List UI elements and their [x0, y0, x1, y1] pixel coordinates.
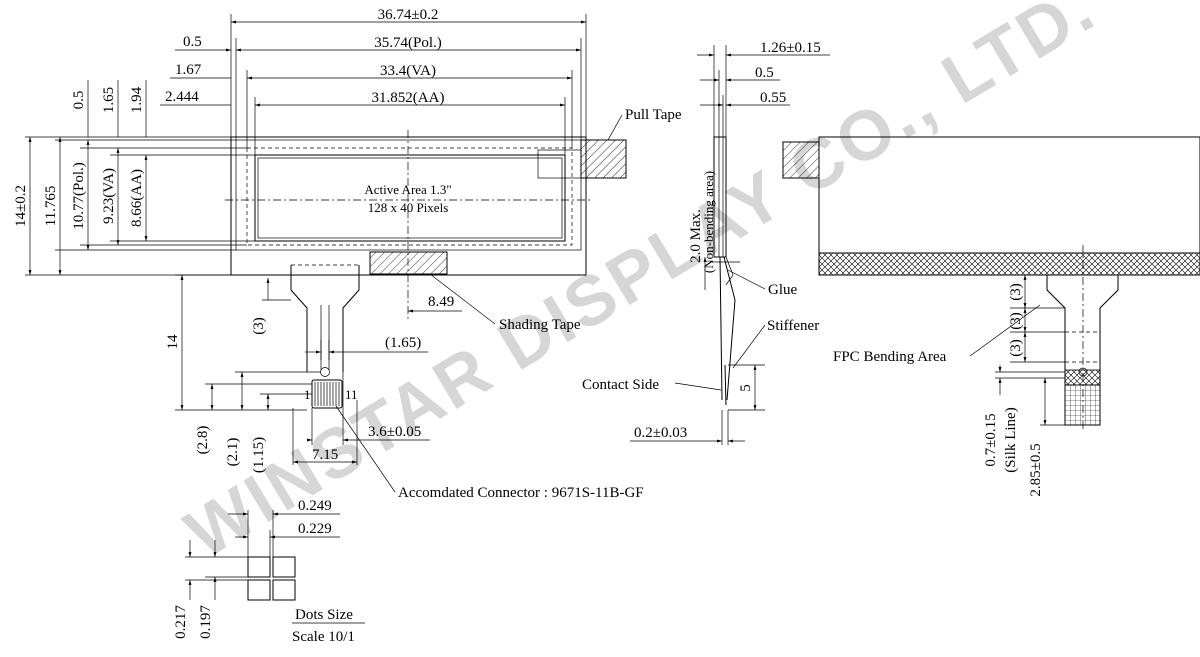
- dim-va-width: 33.4(VA): [380, 63, 436, 79]
- dim-va-offset: 1.67: [175, 62, 202, 78]
- dim-stiff-t: 0.2±0.03: [634, 425, 687, 441]
- dim-off3: 1.94: [129, 86, 145, 113]
- dim-tail: 2.85±0.5: [1028, 443, 1044, 496]
- pin-first: 1: [304, 387, 311, 402]
- side-fpc: [719, 256, 736, 401]
- dim-28: (2.8): [195, 426, 211, 455]
- dim-aa-height: 8.66(AA): [129, 169, 145, 227]
- contact-side-label: Contact Side: [582, 377, 659, 393]
- dot: [247, 556, 271, 578]
- active-area-label: Active Area 1.3": [364, 182, 451, 197]
- dim-outline-height: 14±0.2: [13, 185, 29, 227]
- fpc-hole: [320, 367, 330, 377]
- dots-scale: Scale 10/1: [292, 629, 355, 645]
- dim-fpc-total: 7.15: [312, 447, 338, 463]
- pull-tape-label: Pull Tape: [625, 107, 682, 123]
- dim-21: (2.1): [225, 438, 241, 467]
- dim-aa-offset: 2.444: [165, 89, 199, 105]
- dim-side-055: 0.55: [760, 90, 786, 106]
- shading-tape: [369, 251, 448, 275]
- rear-bending-band: [818, 252, 1200, 276]
- module-outline: [230, 136, 587, 276]
- front-view: Active Area 1.3" 128 x 40 Pixels Pull Ta…: [225, 107, 682, 409]
- dim-silk-label: (Silk Line): [1003, 407, 1019, 472]
- top-dimensions: 36.74±0.2 35.74(Pol.) 0.5 33.4(VA) 1.67 …: [160, 7, 587, 155]
- dim-rear-b3: (3): [1008, 339, 1024, 357]
- fpc-dimensions: 8.49 14 (3) (1.65) 3.6±0.05 7.15 (2.8) (…: [165, 274, 644, 501]
- dim-aa-width: 31.852(AA): [372, 90, 445, 106]
- dots-size-detail: 0.249 0.229 0.217 0.197 Dots Size Scale …: [173, 498, 365, 645]
- polarizer-outline: [235, 139, 582, 251]
- rear-view: (3) (3) (3) FPC Bending Area 0.7±0.15 (S…: [782, 136, 1200, 497]
- dot: [272, 556, 296, 578]
- dim-pol-width: 35.74(Pol.): [374, 35, 442, 51]
- dim-dot-w2: 0.229: [298, 521, 332, 537]
- dim-fpc-width: 3.6±0.05: [368, 424, 421, 440]
- left-dimensions: 14±0.2 11.765 10.77(Pol.) 0.5 9.23(VA) 1…: [13, 80, 255, 276]
- stiffener-label: Stiffener: [767, 318, 819, 334]
- shading-tape-label: Shading Tape: [499, 317, 581, 333]
- dim-fpc-gap: (3): [251, 317, 267, 335]
- dim-115: (1.15): [251, 437, 267, 473]
- pull-tape-inner: [537, 149, 582, 179]
- viewing-area: [246, 147, 573, 246]
- pull-tape: [580, 139, 627, 179]
- dim-va-height: 9.23(VA): [101, 168, 117, 224]
- dim-pol-height-total: 11.765: [43, 186, 59, 227]
- dim-side-05: 0.5: [755, 65, 774, 81]
- dim-stiff-len: 5: [738, 384, 754, 392]
- dim-dot-h2: 0.197: [198, 605, 214, 639]
- dim-side-max: 2.0 Max.: [688, 209, 704, 263]
- dim-side-thick: 1.26±0.15: [760, 40, 821, 56]
- fpc-bending-label: FPC Bending Area: [833, 349, 947, 365]
- dim-dot-w1: 0.249: [298, 498, 332, 514]
- dim-pol-offset: 0.5: [183, 34, 202, 50]
- dots-title: Dots Size: [295, 607, 353, 623]
- dim-dot-h1: 0.217: [173, 605, 189, 639]
- dim-pol-height: 10.77(Pol.): [71, 162, 87, 230]
- side-view: 1.26±0.15 0.5 0.55 2.0 Max. (Non-bending…: [582, 40, 830, 445]
- active-area-pixels: 128 x 40 Pixels: [368, 200, 449, 215]
- dim-fpc-length: 14: [165, 334, 181, 350]
- dim-off2: 1.65: [101, 87, 117, 113]
- dot: [247, 579, 271, 601]
- dim-side-nonbend: (Non-bending area): [701, 171, 716, 273]
- dot: [272, 579, 296, 601]
- active-area: [254, 154, 566, 242]
- dim-outline-width: 36.74±0.2: [378, 7, 439, 23]
- pin-last: 11: [345, 387, 358, 402]
- rear-fpc: [1046, 275, 1119, 425]
- dim-off1: 0.5: [71, 91, 87, 110]
- rear-pull-tape: [782, 141, 820, 179]
- glue-label: Glue: [768, 282, 798, 298]
- dim-silk: 0.7±0.15: [983, 413, 999, 466]
- fpc-connector-pins: [311, 379, 343, 409]
- dim-rear-b1: (3): [1008, 283, 1024, 301]
- dim-rear-b2: (3): [1008, 312, 1024, 330]
- dim-shading-offset: 8.49: [428, 294, 454, 310]
- fpc-tail: [290, 265, 360, 372]
- dim-pitch: (1.65): [385, 335, 421, 351]
- rear-connector-grid: [1064, 384, 1101, 426]
- connector-label: Accomdated Connector : 9671S-11B-GF: [398, 485, 644, 501]
